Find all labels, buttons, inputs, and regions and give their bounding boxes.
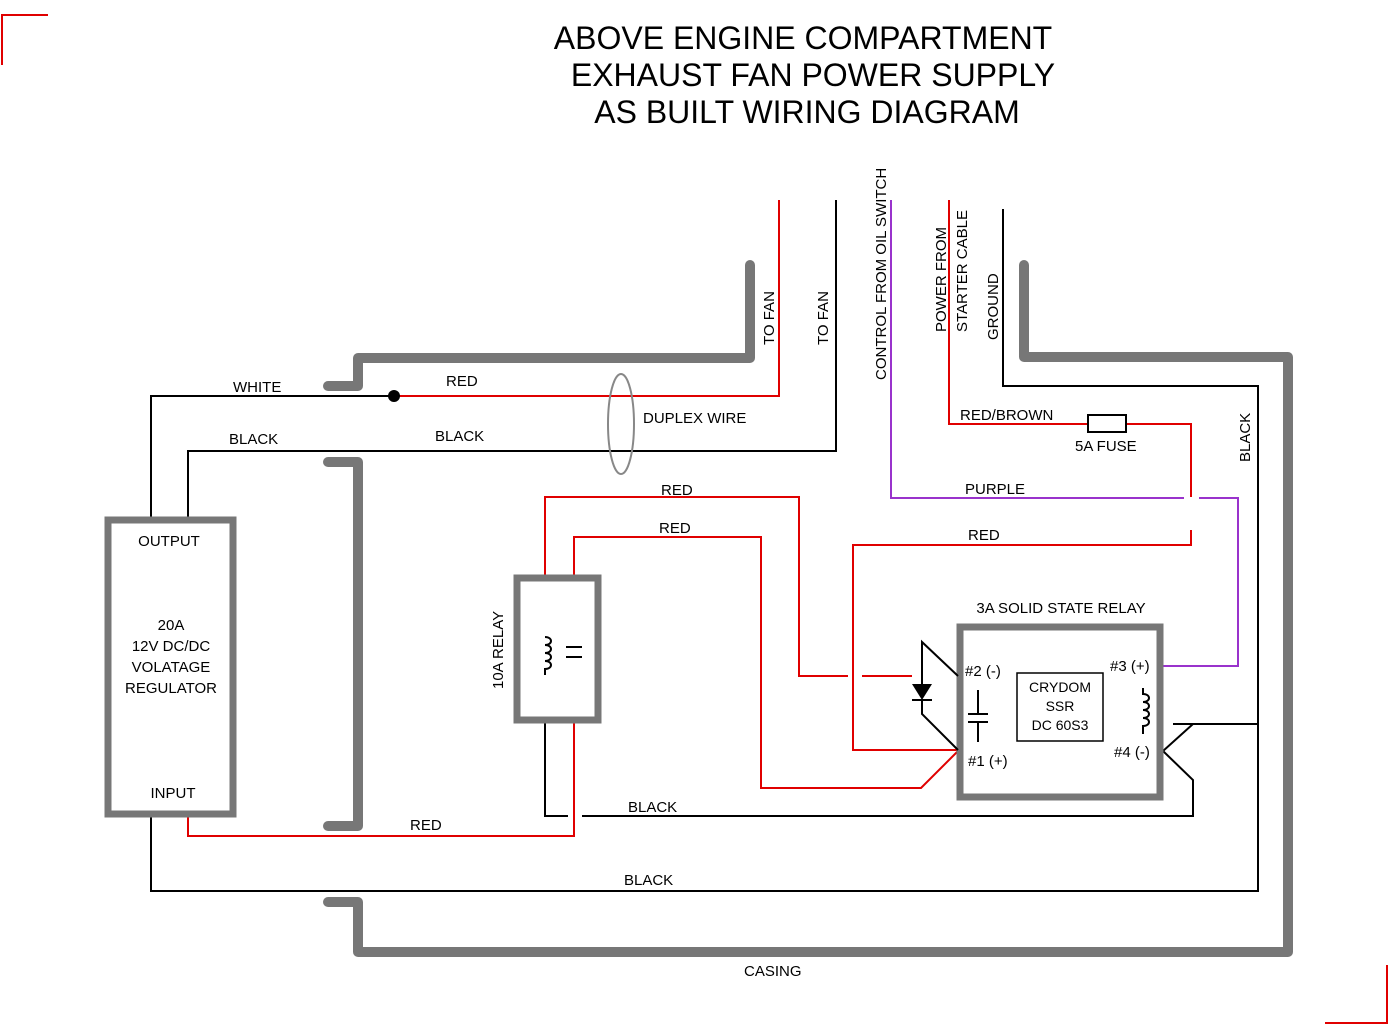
relay-contact-icon — [566, 646, 582, 658]
ssr-pin-2: #2 (-) — [965, 663, 1001, 680]
ssr-pin-3: #3 (+) — [1110, 658, 1150, 675]
label-red-brown: RED/BROWN — [960, 407, 1053, 424]
purple-wires — [890, 200, 1239, 667]
voltage-regulator: OUTPUT 20A 12V DC/DC VOLATAGE REGULATOR … — [104, 516, 237, 818]
label-ground: GROUND — [985, 273, 1002, 340]
regulator-line-1: 20A — [158, 617, 185, 634]
label-power-from: POWER FROM — [933, 227, 950, 332]
fuse-5a — [1087, 414, 1127, 433]
label-black-mid: BLACK — [435, 428, 484, 445]
ssr-brand: CRYDOM — [1029, 679, 1091, 695]
duplex-wire-marker — [607, 373, 635, 475]
label-to-fan-1: TO FAN — [761, 291, 778, 345]
ssr-type: SSR — [1046, 698, 1075, 714]
corner-mark-top-left — [1, 14, 48, 65]
red-wires — [187, 200, 1192, 837]
label-black-bottom-1: BLACK — [628, 799, 677, 816]
label-red-bottom: RED — [410, 817, 442, 834]
black-wires — [150, 200, 1259, 892]
label-red-ssr: RED — [968, 527, 1000, 544]
ssr-model: DC 60S3 — [1032, 717, 1089, 733]
diode-icon — [912, 684, 932, 700]
relay-10a: 10A RELAY — [490, 574, 602, 724]
label-black-bottom-2: BLACK — [624, 872, 673, 889]
corner-mark-bottom-right — [1325, 965, 1388, 1024]
casing-outline — [323, 260, 1293, 957]
label-red-top: RED — [446, 373, 478, 390]
relay-10a-label: 10A RELAY — [490, 611, 507, 689]
solid-state-relay: 3A SOLID STATE RELAY CRYDOM SSR DC 60S3 … — [956, 600, 1164, 801]
wire-junction — [388, 390, 400, 402]
ssr-pin-1: #1 (+) — [968, 753, 1008, 770]
ssr-capacitor-icon — [968, 690, 988, 742]
title-line-2: EXHAUST FAN POWER SUPPLY — [571, 57, 1055, 93]
label-black-left: BLACK — [229, 431, 278, 448]
title-line-3: AS BUILT WIRING DIAGRAM — [594, 94, 1020, 130]
ssr-brand-box — [1016, 672, 1104, 742]
label-red-relay-1: RED — [661, 482, 693, 499]
regulator-line-2: 12V DC/DC — [132, 638, 211, 655]
title-line-1: ABOVE ENGINE COMPARTMENT — [554, 20, 1052, 56]
label-black-right: BLACK — [1237, 413, 1254, 462]
regulator-input-label: INPUT — [151, 785, 196, 802]
label-red-relay-2: RED — [659, 520, 691, 537]
label-to-fan-2: TO FAN — [815, 291, 832, 345]
label-duplex: DUPLEX WIRE — [643, 410, 746, 427]
wire-labels: WHITE RED BLACK BLACK DUPLEX WIRE TO FAN… — [229, 168, 1254, 980]
regulator-output-label: OUTPUT — [138, 533, 200, 550]
regulator-line-3: VOLATAGE — [132, 659, 211, 676]
label-fuse: 5A FUSE — [1075, 438, 1137, 455]
relay-coil-icon — [544, 636, 552, 675]
diode-assembly — [912, 639, 959, 751]
label-starter-cable: STARTER CABLE — [954, 210, 971, 332]
label-white: WHITE — [233, 379, 281, 396]
label-casing: CASING — [744, 963, 802, 980]
label-control-oil: CONTROL FROM OIL SWITCH — [873, 168, 890, 380]
regulator-line-4: REGULATOR — [125, 680, 217, 697]
ssr-title: 3A SOLID STATE RELAY — [976, 600, 1145, 617]
ssr-coil-icon — [1142, 688, 1150, 734]
label-purple: PURPLE — [965, 481, 1025, 498]
ssr-pin-4: #4 (-) — [1114, 744, 1150, 761]
